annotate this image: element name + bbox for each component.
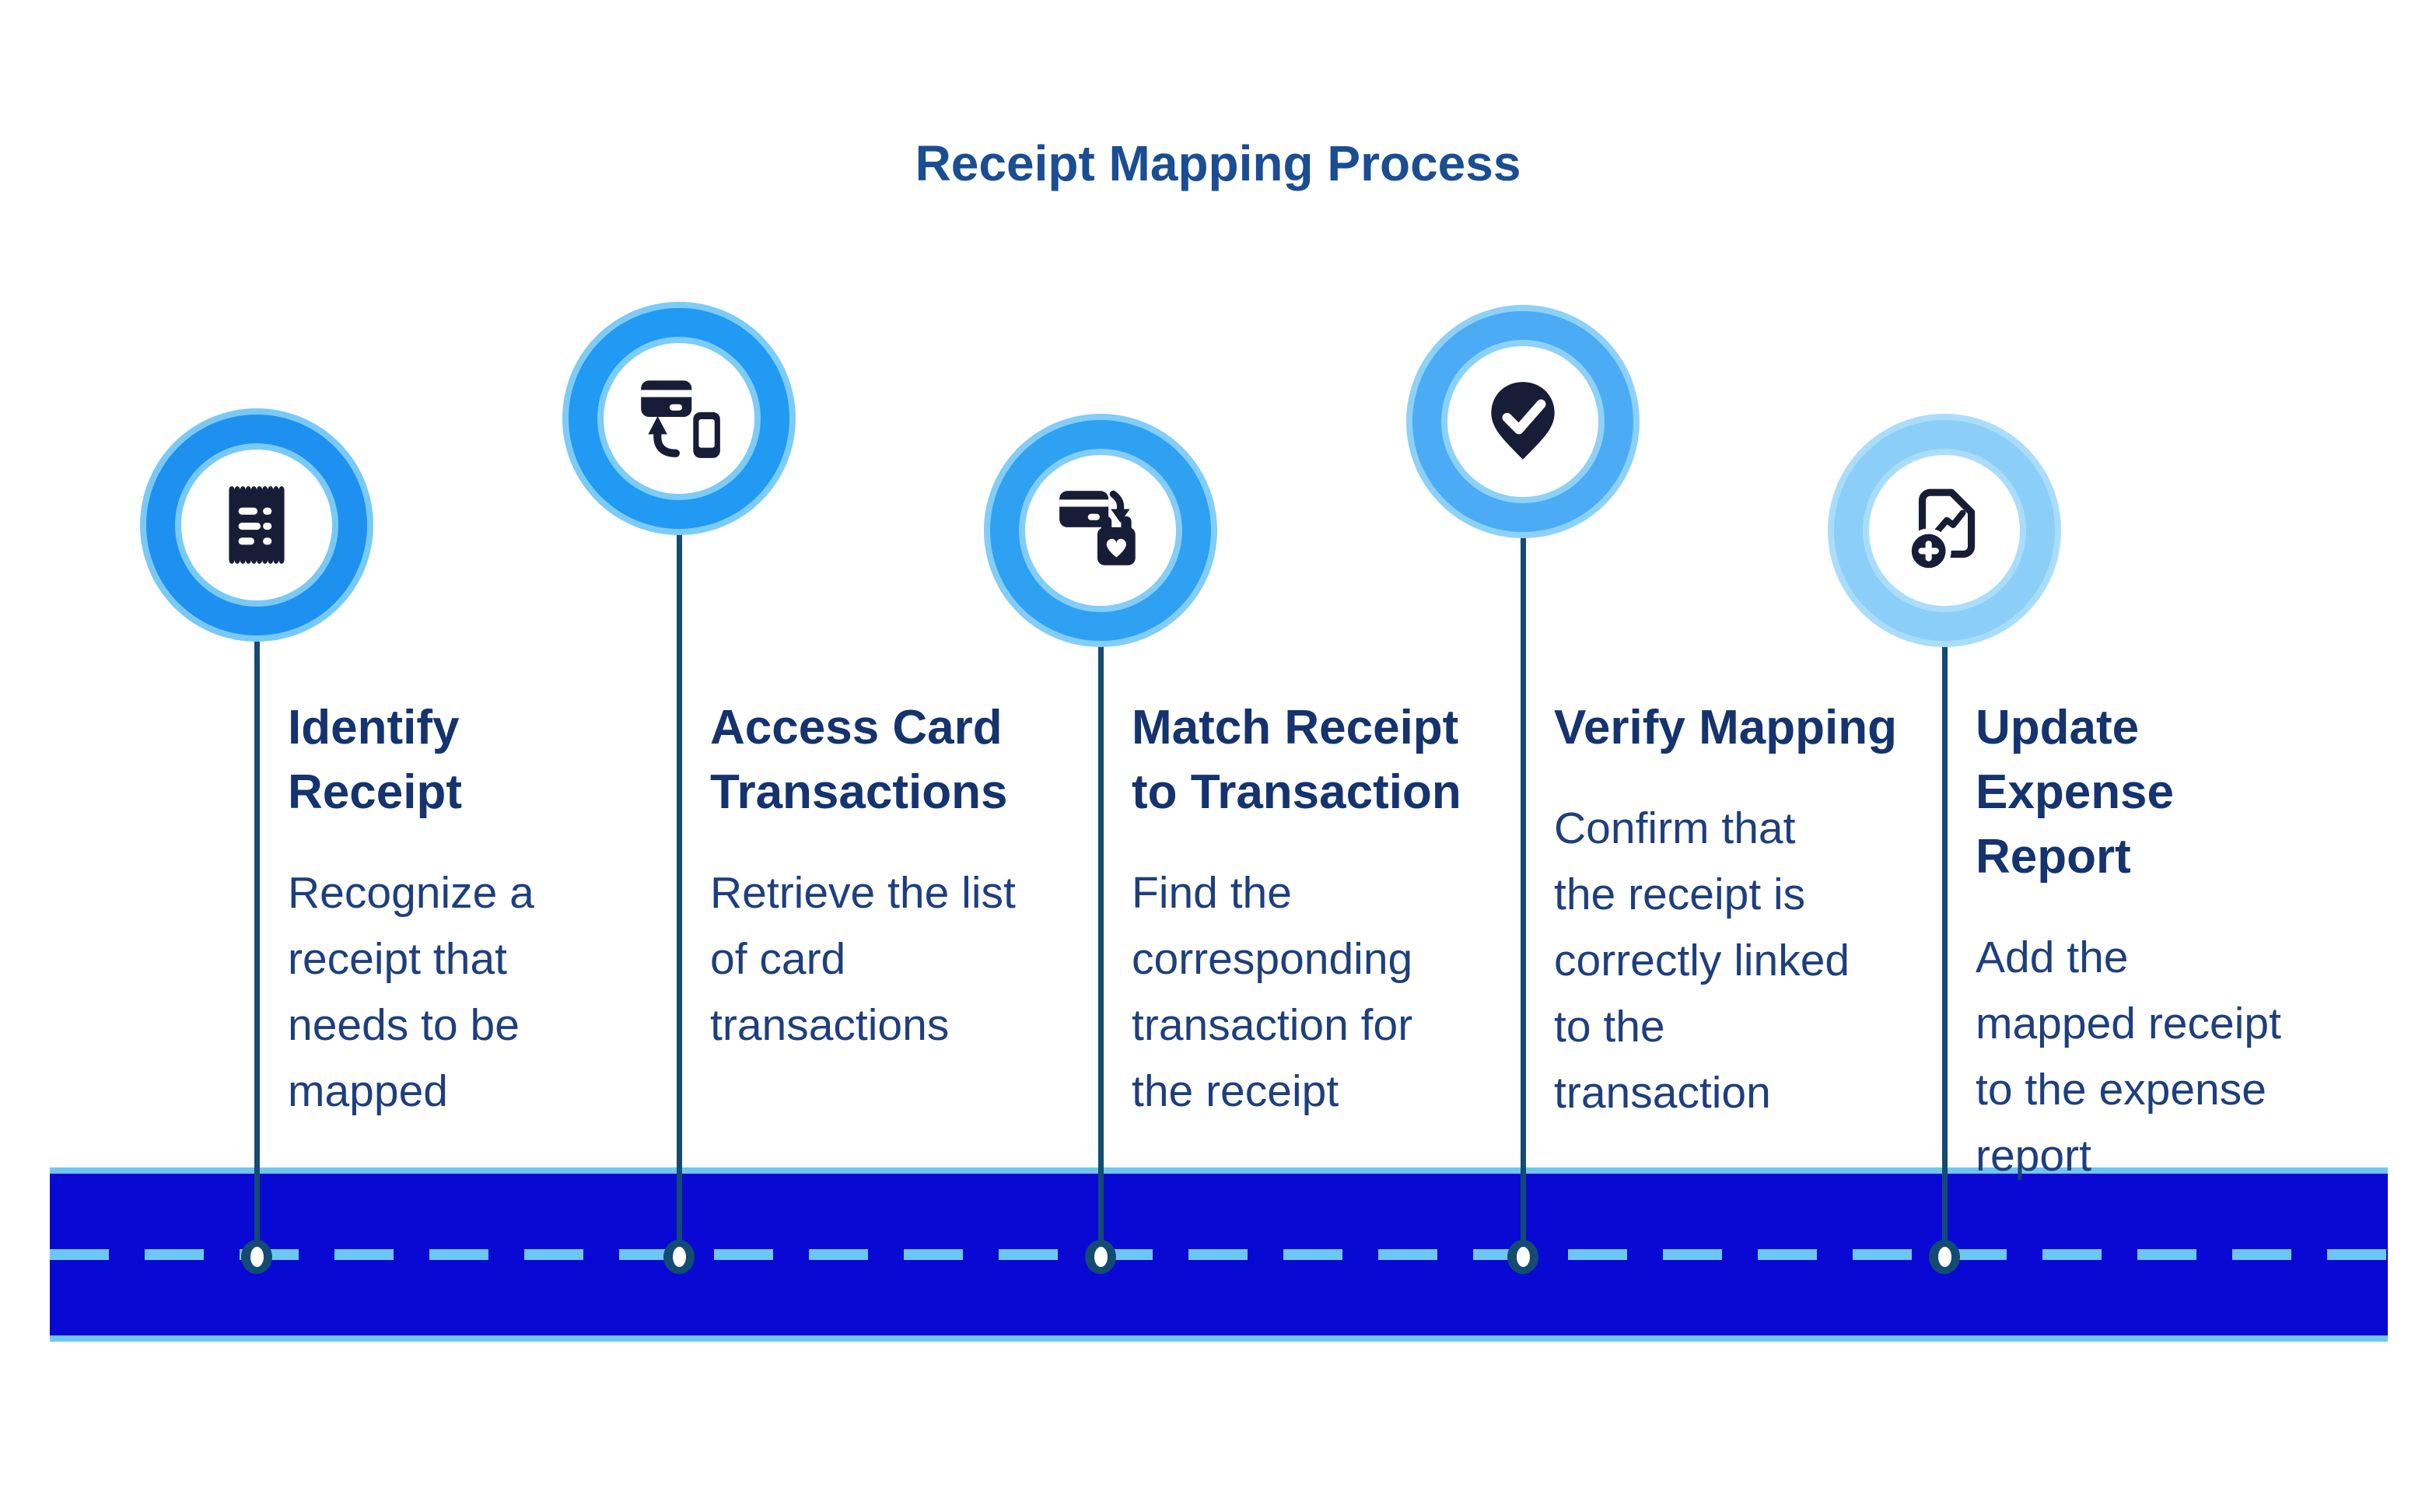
report-add-icon bbox=[1906, 488, 1976, 574]
step-description: Recognize a receipt that needs to be map… bbox=[288, 868, 534, 1116]
step-text: Access Card Transactions Retrieve the li… bbox=[710, 695, 1099, 1059]
timeline-node bbox=[1085, 1240, 1116, 1274]
timeline-node-center bbox=[1937, 1247, 1951, 1267]
step-icon-badge bbox=[1025, 455, 1176, 606]
pin-check-icon bbox=[1491, 382, 1555, 460]
timeline-node-center bbox=[250, 1247, 264, 1267]
connector-line bbox=[254, 525, 260, 1257]
timeline-node-center bbox=[672, 1247, 686, 1267]
connector-line bbox=[1942, 530, 1948, 1257]
step-text: Identify Receipt Recognize a receipt tha… bbox=[288, 695, 677, 1125]
step-text: Verify Mapping Confirm that the receipt … bbox=[1554, 695, 1943, 1126]
timeline-node bbox=[663, 1240, 695, 1274]
card-to-phone-icon bbox=[641, 380, 720, 458]
timeline-dashed-line bbox=[50, 1249, 2388, 1260]
step-heading: Match Receipt to Transaction bbox=[1132, 701, 1461, 819]
step-icon-badge bbox=[1447, 346, 1598, 497]
step-heading: Verify Mapping bbox=[1554, 701, 1897, 754]
receipt-icon bbox=[229, 486, 285, 564]
step-description: Add the mapped receipt to the expense re… bbox=[1976, 933, 2281, 1181]
connector-line bbox=[1098, 530, 1104, 1257]
connector-line bbox=[677, 418, 682, 1257]
step-text: Update Expense Report Add the mapped rec… bbox=[1976, 695, 2364, 1189]
timeline-node bbox=[241, 1240, 272, 1274]
step-heading: Access Card Transactions bbox=[710, 701, 1008, 819]
step-description: Find the corresponding transaction for t… bbox=[1132, 868, 1413, 1116]
timeline-node-center bbox=[1094, 1247, 1108, 1267]
step-description: Confirm that the receipt is correctly li… bbox=[1554, 803, 1850, 1118]
timeline-node bbox=[1507, 1240, 1538, 1274]
step-icon-badge bbox=[1869, 455, 2020, 606]
step-heading: Update Expense Report bbox=[1976, 701, 2175, 884]
step-description: Retrieve the list of card transactions bbox=[710, 868, 1016, 1050]
step-icon-badge bbox=[604, 343, 754, 494]
connector-line bbox=[1521, 422, 1526, 1257]
page-title: Receipt Mapping Process bbox=[915, 135, 1521, 191]
timeline-bar bbox=[50, 1167, 2388, 1342]
step-text: Match Receipt to Transaction Find the co… bbox=[1132, 695, 1521, 1125]
card-to-bag-icon bbox=[1059, 490, 1136, 565]
step-icon-badge bbox=[181, 450, 332, 600]
timeline-node-center bbox=[1516, 1247, 1530, 1267]
timeline-node bbox=[1929, 1240, 1960, 1274]
step-heading: Identify Receipt bbox=[288, 701, 462, 819]
